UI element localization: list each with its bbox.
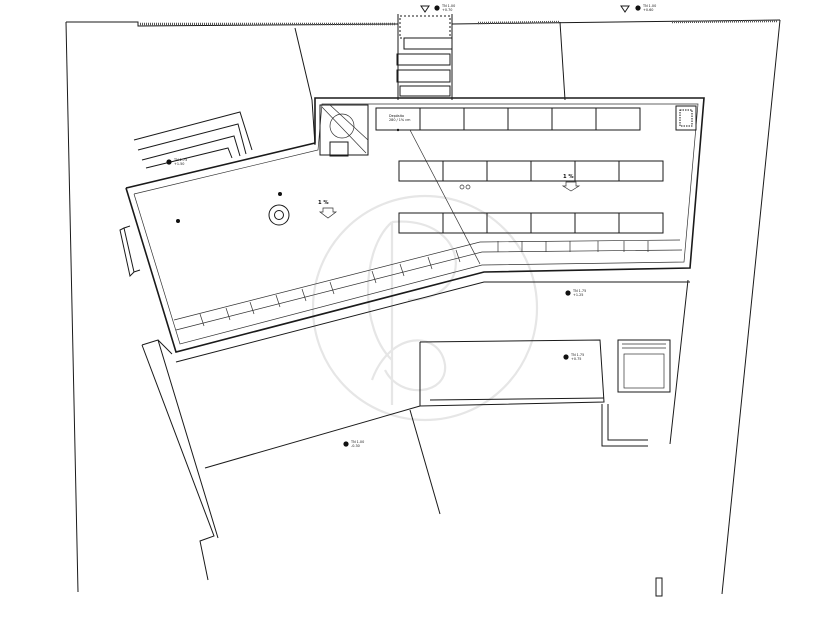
bollard — [655, 577, 663, 597]
glazing-band — [173, 239, 683, 331]
slope-indicator-2: 1 % — [561, 174, 581, 192]
svg-text:+0.75: +0.75 — [571, 357, 581, 361]
level-marker-3: TN 1.75 +1.25 — [565, 289, 586, 297]
slope-indicator-1: 1 % — [318, 200, 338, 219]
lower-terrace — [141, 279, 690, 581]
svg-text:TN 1.00: TN 1.00 — [350, 440, 364, 444]
level-marker-4: TN 1.75 +0.75 — [563, 353, 584, 361]
main-building — [119, 97, 705, 353]
svg-text:TN 1.75: TN 1.75 — [570, 353, 584, 357]
svg-text:TN 1.75: TN 1.75 — [572, 289, 586, 293]
svg-text:+1.50: +1.50 — [174, 162, 184, 166]
svg-text:+0.70: +0.70 — [442, 8, 452, 12]
vat-row-top — [375, 107, 641, 131]
top-level-marker-2: TN 1.00 +0.60 — [620, 4, 656, 13]
svg-text:+1.25: +1.25 — [573, 293, 583, 297]
level-marker-5: TN 1.00 -0.30 — [343, 440, 364, 448]
svg-text:TN 1.75: TN 1.75 — [173, 158, 187, 162]
svg-text:Depósito: Depósito — [389, 114, 404, 118]
svg-text:+0.60: +0.60 — [643, 8, 653, 12]
svg-text:1 %: 1 % — [318, 200, 329, 206]
site-boundary — [65, 19, 781, 595]
vat-row-middle — [398, 160, 664, 182]
storage-room-tag: Depósito 280 / 1% cm — [389, 114, 411, 132]
entry-steps — [396, 14, 453, 100]
access-path — [294, 27, 316, 146]
svg-text:1 %: 1 % — [563, 174, 574, 180]
lower-stair-box — [601, 339, 671, 447]
vat-row-bottom — [398, 212, 664, 234]
terrace-steps: TN 1.75 +1.50 — [133, 111, 253, 169]
svg-text:-0.30: -0.30 — [351, 444, 360, 448]
top-level-marker-1: TN 1.00 +0.70 — [420, 4, 455, 13]
svg-text:TN 1.00: TN 1.00 — [642, 4, 656, 8]
svg-text:TN 1.00: TN 1.00 — [441, 4, 455, 8]
svg-text:280 / 1% cm: 280 / 1% cm — [389, 118, 411, 122]
floor-drains — [176, 184, 471, 226]
service-shaft — [675, 105, 697, 131]
